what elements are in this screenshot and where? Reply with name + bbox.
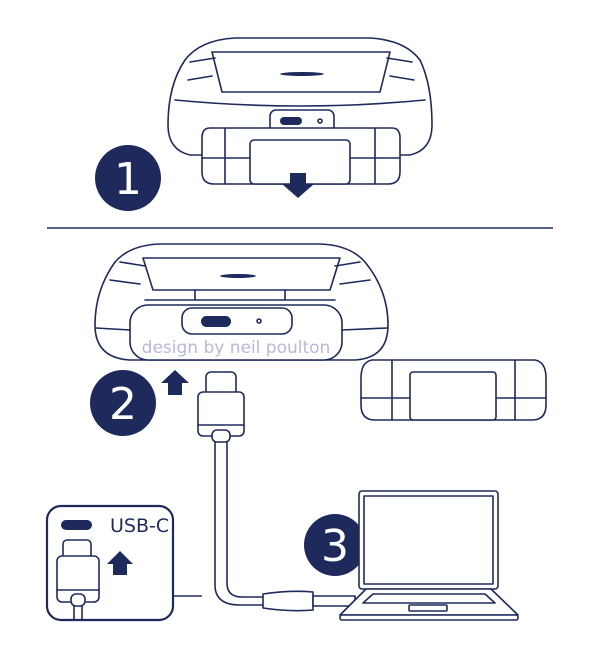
step-number: 2 [109,379,137,430]
usb-c-port-icon [61,520,92,530]
drive-step-2: design by neil poulton [94,243,389,361]
usb-c-inset: USB-C [45,504,175,622]
removed-cap [360,359,547,421]
arrow-up-icon [161,370,189,395]
step-number: 3 [321,521,349,572]
step-number: 1 [114,154,142,205]
step-2-badge: 2 [90,370,156,436]
step-1-badge: 1 [95,145,161,211]
arrow-up-icon [107,551,133,575]
laptop-icon [339,490,519,621]
usb-c-label: USB-C [110,515,169,537]
step-3-badge: 3 [304,514,366,576]
usb-cable [197,371,356,612]
designer-caption: design by neil poulton [142,338,331,358]
drive-step-1 [167,37,433,185]
arrow-down-icon [282,173,314,198]
